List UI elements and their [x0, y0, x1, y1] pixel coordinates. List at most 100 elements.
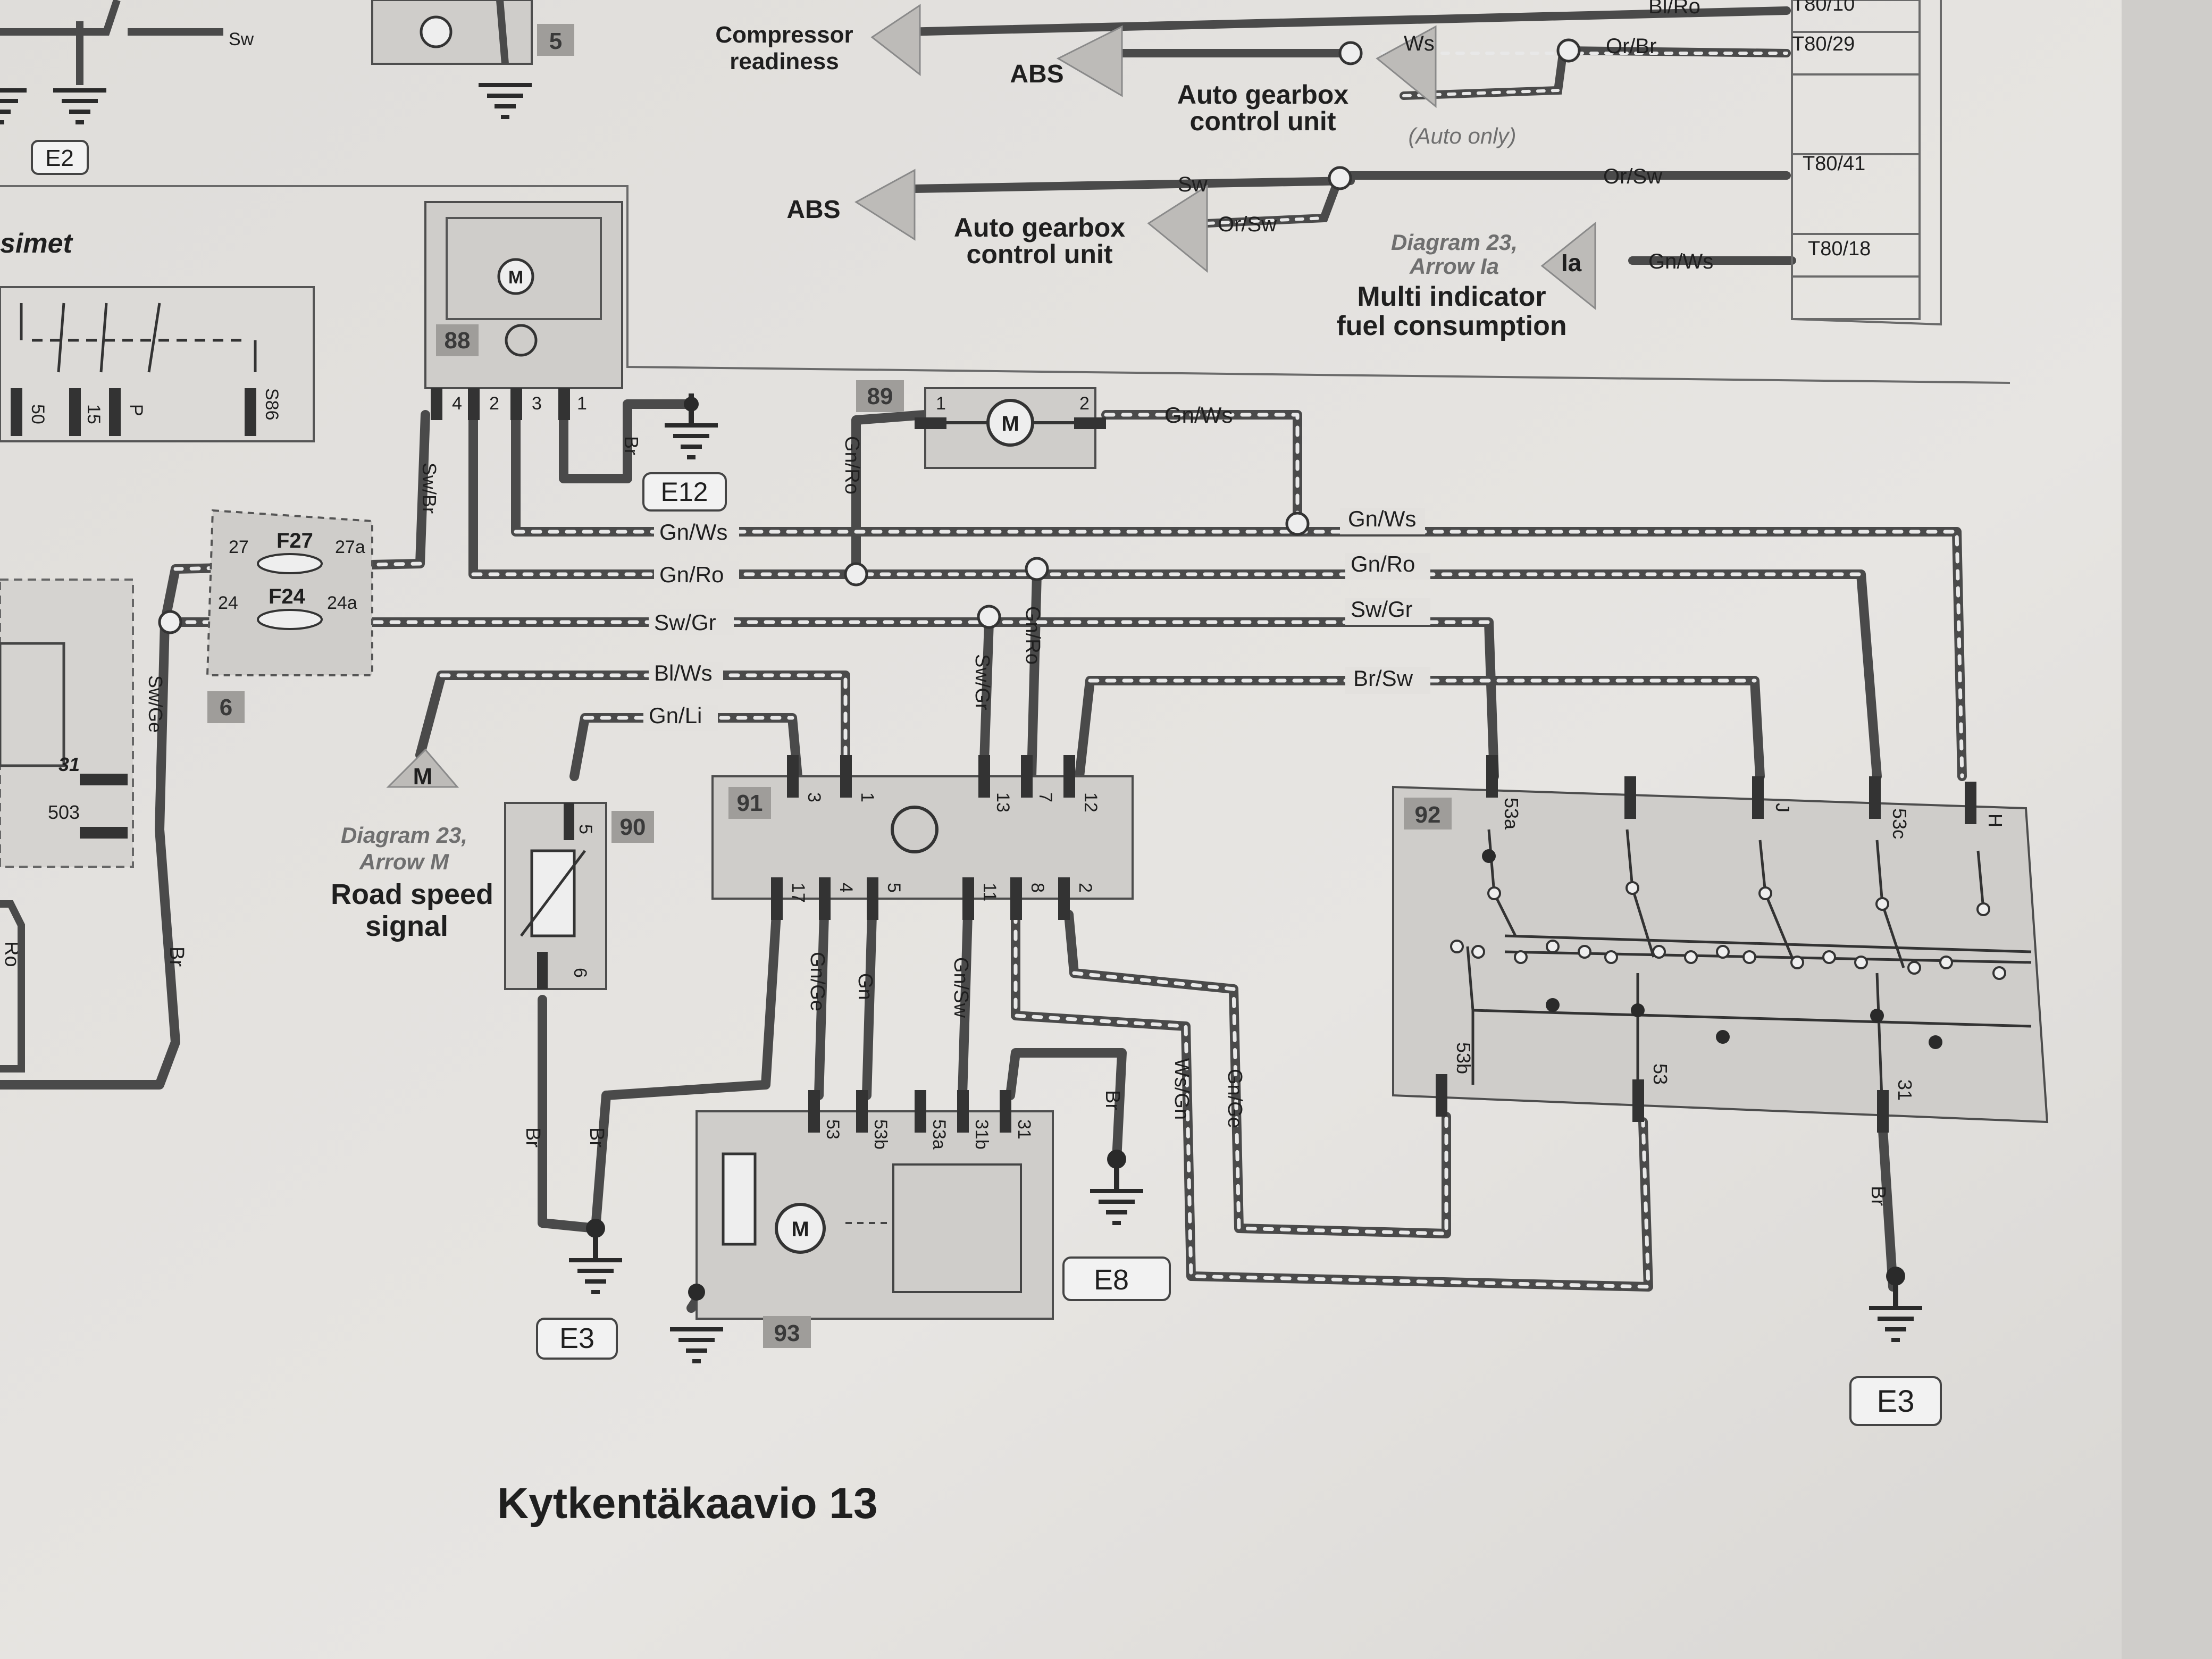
pin-93-53a: 53a	[929, 1119, 949, 1150]
fuse-terminal-27: 27	[229, 537, 249, 557]
fuse-f24: F24	[269, 585, 306, 608]
component-92-number: 92	[1415, 802, 1441, 828]
abs-label-1: ABS	[1010, 60, 1063, 88]
compressor-label-line2: readiness	[730, 48, 839, 74]
page-edge	[2122, 0, 2212, 1659]
wire-gn-ro-label-2: Gn/Ro	[1351, 551, 1415, 576]
wire-br-e8-label: Br	[1101, 1090, 1124, 1110]
pin-93-53: 53	[823, 1119, 843, 1139]
ground-e8: E8	[1062, 1150, 1171, 1301]
wire-sw-br-label: Sw/Br	[418, 463, 440, 514]
connector-strip	[1791, 0, 1921, 320]
road-speed-signal: M Diagram 23, Arrow M Road speed signal	[331, 764, 493, 942]
lower-wire-labels: Gn/Ge Gn Gn/Sw Ws/Gn Gn/Ge Br Br Br Br	[522, 952, 1889, 1206]
ground-e8-label: E8	[1094, 1264, 1129, 1296]
pin-92-53b: 53b	[1453, 1042, 1474, 1074]
component-93-wiper-motor: M 53 53b 53a 31b 31 93	[670, 1090, 1054, 1361]
motor-88-symbol: M	[508, 267, 523, 288]
diagram-23-m-line2: Arrow M	[359, 849, 449, 874]
wire-or-sw-label-1: Or/Sw	[1218, 213, 1277, 236]
road-speed-line2: signal	[365, 910, 448, 942]
pin-91-2: 2	[1075, 883, 1095, 893]
component-89-motor: 89 M 1 2 Gn/Ws Gn/Ro	[841, 380, 1233, 495]
fuse-terminal-24a: 24a	[327, 593, 357, 613]
ground-e3-left-label: E3	[559, 1322, 594, 1354]
abs-label-2: ABS	[786, 196, 840, 224]
wire-gn-label: Gn	[854, 973, 876, 1000]
pin-91-17: 17	[788, 883, 808, 903]
pin-91-3: 3	[804, 792, 824, 802]
pin-91-13: 13	[993, 792, 1013, 812]
wire-sw-gr-label-1: Sw/Gr	[654, 610, 716, 635]
auto-gearbox-2-label-line1: Auto gearbox	[954, 213, 1125, 242]
pin-88-4: 4	[452, 393, 462, 414]
diagram-23-m-line1: Diagram 23,	[341, 823, 467, 848]
wire-gn-ws-89-label: Gn/Ws	[1164, 403, 1233, 428]
wire-ws-gn-label: Ws/Gn	[1170, 1058, 1193, 1120]
wire-br-92-label: Br	[1867, 1186, 1889, 1206]
wire-br-90-label: Br	[522, 1127, 544, 1147]
wire-gn-ro-label-1: Gn/Ro	[659, 562, 724, 587]
auto-gearbox-2-label-line2: control unit	[967, 239, 1113, 269]
pin-92-53: 53	[1649, 1063, 1671, 1085]
pin-92-31: 31	[1894, 1079, 1916, 1101]
arrow-m-label: M	[413, 764, 433, 790]
diagram-23-ia-line1: Diagram 23,	[1391, 230, 1518, 255]
auto-gearbox-label-line1: Auto gearbox	[1177, 80, 1348, 110]
fuse-f27: F27	[276, 529, 313, 552]
pin-92-53c: 53c	[1889, 808, 1911, 839]
auto-only-label: (Auto only)	[1408, 123, 1516, 148]
wire-or-sw-label-2: Or/Sw	[1603, 165, 1662, 188]
wire-sw-gr-vertical-label: Sw/Gr	[971, 654, 993, 710]
component-88-number: 88	[445, 328, 471, 354]
diagram-caption: Kytkentäkaavio 13	[497, 1479, 878, 1528]
switch-pin-50: 50	[28, 404, 48, 424]
pin-91-8: 8	[1027, 883, 1048, 893]
pin-88-1: 1	[577, 393, 587, 414]
left-pin-503: 503	[48, 801, 80, 823]
wire-or-br-label: Or/Br	[1606, 35, 1657, 58]
pin-88-3: 3	[532, 393, 542, 414]
component-91-number: 91	[737, 790, 763, 816]
splice-points	[158, 38, 1581, 634]
wire-gn-sw-label: Gn/Sw	[950, 957, 972, 1018]
wire-gn-ws-top-label: Gn/Ws	[1648, 250, 1713, 273]
pin-91-4: 4	[836, 883, 856, 893]
wire-gn-ws-label-1: Gn/Ws	[659, 520, 727, 544]
pin-88-2: 2	[489, 393, 499, 414]
component-89-number: 89	[867, 383, 893, 409]
ia-arrow-label: Ia	[1561, 249, 1582, 276]
left-partial-box: 31 503	[0, 579, 134, 1073]
pin-93-31b: 31b	[971, 1119, 992, 1150]
wire-gn-ge-label-2: Gn/Ge	[1224, 1069, 1246, 1128]
pin-91-5: 5	[884, 883, 904, 893]
connector-t80-41: T80/41	[1803, 153, 1865, 175]
wire-br-sw-label: Br/Sw	[1353, 666, 1413, 691]
wire-gn-ro-89-label: Gn/Ro	[841, 436, 863, 495]
road-speed-line1: Road speed	[331, 878, 493, 910]
pin-89-2: 2	[1079, 393, 1090, 414]
wire-gn-ro-vertical-label: Gn/Ro	[1021, 606, 1044, 665]
wire-br-left-label: Br	[165, 946, 188, 967]
component-6-fuse-box: 27 F27 27a 24 F24 24a 6	[206, 509, 373, 723]
component-92-wiper-switch: 92	[1392, 755, 2049, 1133]
motor-93-symbol: M	[791, 1218, 809, 1241]
component-90-number: 90	[620, 814, 646, 840]
wire-sw-fragment-label: Sw	[229, 29, 254, 49]
wire-ws-label: Ws	[1404, 32, 1435, 55]
left-pin-31: 31	[58, 753, 80, 775]
wire-br-e12-label: Br	[621, 436, 642, 455]
diagram-23-ia-line2: Arrow Ia	[1409, 254, 1499, 279]
connector-t80-18: T80/18	[1808, 238, 1871, 260]
ground-e12-label: E12	[661, 477, 708, 507]
pin-89-1: 1	[936, 393, 946, 414]
pin-90-6: 6	[570, 968, 590, 978]
component-91-control-unit: 91 3 1 13 7 12 17 4 5 11 8 2	[711, 755, 1134, 920]
wire-sw-ge-label: Sw/Ge	[145, 675, 166, 733]
wire-br-91-label: Br	[585, 1127, 608, 1147]
connector-t80-29: T80/29	[1792, 33, 1855, 55]
ground-e2-label: E2	[45, 145, 74, 171]
switch-pin-p: P	[126, 404, 146, 416]
wire-gn-li-label: Gn/Li	[649, 703, 702, 728]
ground-e12: Br E12	[621, 393, 727, 512]
